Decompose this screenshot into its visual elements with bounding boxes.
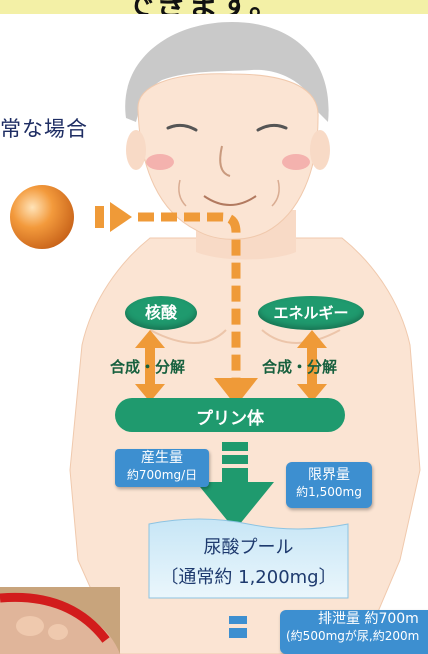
right-ear [310,130,330,170]
purine-label: プリン体 [115,404,345,429]
right-cheek [282,154,310,170]
label-synthesis-left: 合成・分解 [110,356,185,377]
label-synthesis-right: 合成・分解 [262,356,337,377]
production-value: 約700mg/日 [115,467,209,483]
excretion-title: 排泄量 約700m [280,610,428,628]
node-nucleic-acid: 核酸 [125,296,197,330]
node-energy: エネルギー [258,296,364,330]
pool-value: 〔通常約 1,200mg〕 [149,563,348,589]
limit-value: 約1,500mg [286,484,372,500]
production-title: 産生量 [115,449,209,467]
excretion-box: 排泄量 約700m (約500mgが尿,約200m [280,610,428,654]
limit-box: 限界量 約1,500mg [286,462,372,508]
section-heading: 常な場合 [0,113,88,143]
pool-title: 尿酸プール [149,533,348,559]
orange-arrowhead [110,202,132,232]
left-cheek [146,154,174,170]
limit-title: 限界量 [286,466,372,484]
food-ball-icon [10,185,74,249]
excretion-detail: (約500mgが尿,約200m [280,628,428,644]
left-ear [126,130,146,170]
production-box: 産生量 約700mg/日 [115,449,209,487]
